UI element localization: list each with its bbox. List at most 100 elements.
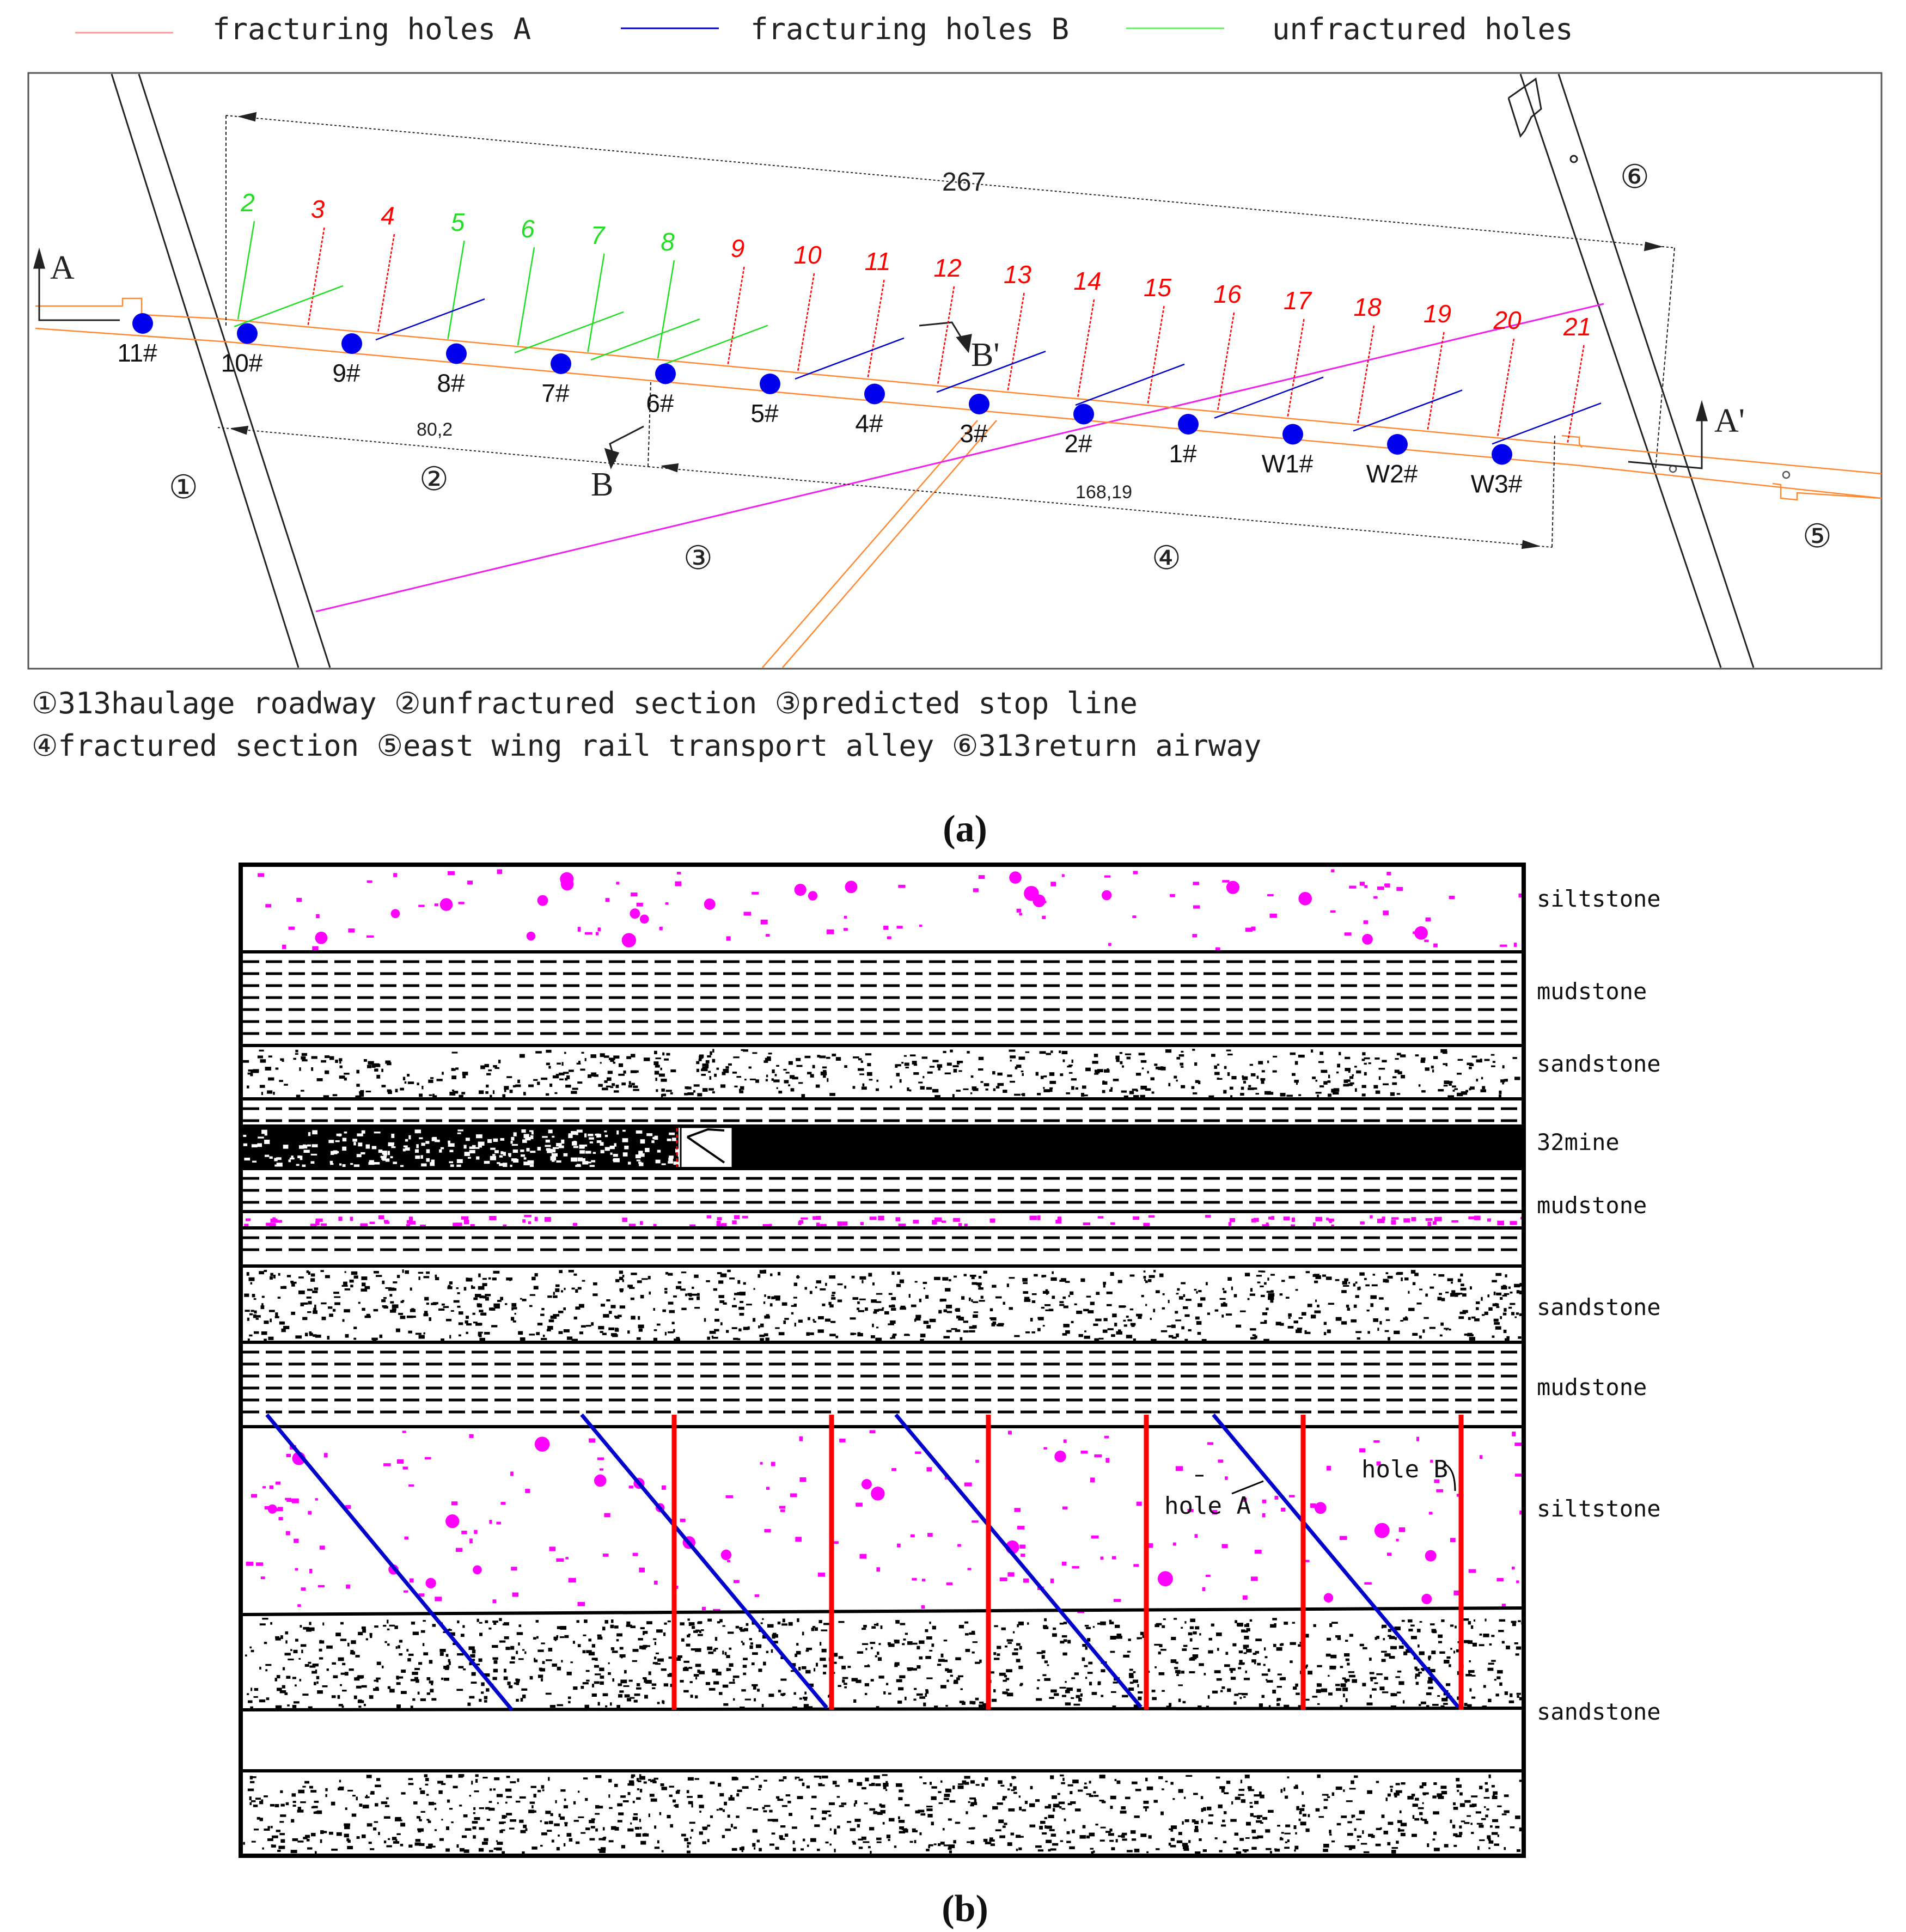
strata-boundary-10 (242, 1606, 1523, 1616)
strata-label-1: mudstone (1537, 978, 1647, 1005)
hole-number-4: 4 (381, 201, 395, 230)
hole-number-12: 12 (933, 254, 961, 282)
section-frame (239, 863, 1526, 1858)
station-dot-11# (132, 313, 153, 334)
monitoring-stations: 11#10#9#8#7#6#5#4#3#2#1#W1#W2#W3# (117, 313, 1523, 498)
station-dot-2# (1073, 403, 1094, 425)
legend-label-unfractured: unfractured holes (1272, 12, 1573, 46)
hole-line-12 (937, 286, 955, 385)
panel-label-a: (a) (943, 808, 987, 850)
legend-label-hole-a: fracturing holes A (212, 12, 531, 46)
section-hole-b-0 (265, 1413, 514, 1711)
section-hole-b-1 (580, 1413, 828, 1709)
strata-label-8: sandstone (1537, 1698, 1661, 1725)
hole-number-7: 7 (591, 221, 606, 249)
hole-line-14 (1077, 299, 1095, 398)
strata-boundary-11 (242, 1707, 1523, 1711)
hole-number-14: 14 (1073, 267, 1101, 295)
hole-a-label: hole A (1164, 1492, 1251, 1520)
diagonal-hole-4 (658, 325, 768, 367)
section-mark-b (604, 425, 644, 470)
hole-line-8 (657, 260, 675, 359)
section-mark-a (33, 247, 120, 321)
hole-line-15 (1147, 305, 1165, 405)
hole-line-11 (867, 279, 885, 378)
hole-line-5 (447, 240, 465, 339)
legend: fracturing holes A fracturing holes B un… (75, 12, 1573, 46)
station-label-7#: 7# (541, 379, 570, 407)
hole-number-2: 2 (240, 188, 255, 217)
section-mark-b-prime (919, 321, 972, 353)
region-marker-6: ⑥ (1620, 159, 1650, 195)
station-dot-7# (551, 353, 571, 374)
plan-view: 267 80,2 168,19 A A' B (27, 72, 1883, 670)
dimension-total-label: 267 (942, 168, 986, 197)
diagonal-hole-5 (795, 337, 905, 380)
diagonal-hole-0 (234, 285, 344, 327)
section-mark-a-prime (1628, 400, 1708, 469)
station-label-W3#: W3# (1471, 470, 1523, 498)
hole-line-18 (1357, 325, 1375, 424)
hole-number-5: 5 (451, 208, 465, 236)
section-b-label: B (591, 466, 613, 503)
legend-label-hole-b: fracturing holes B (750, 12, 1069, 46)
hole-line-6 (517, 247, 535, 346)
coal-seam-face (680, 1126, 734, 1170)
station-dot-6# (655, 363, 676, 384)
station-label-9#: 9# (332, 359, 361, 387)
station-label-6#: 6# (646, 389, 674, 418)
station-label-1#: 1# (1169, 439, 1197, 468)
strata-label-4: mudstone (1537, 1192, 1647, 1219)
section-hole-b-2 (894, 1413, 1143, 1709)
dimension-267 (225, 112, 1675, 470)
station-dot-W1# (1282, 424, 1303, 445)
strata-boundaries (242, 950, 1523, 1772)
diagonal-hole-6 (936, 350, 1046, 393)
station-dot-4# (864, 383, 885, 405)
section-view: hole A hole B siltstone mudstone sandstone… (239, 863, 1661, 1858)
station-dot-9# (341, 333, 362, 354)
hole-line-7 (587, 253, 605, 352)
return-airway (1507, 74, 1755, 668)
hole-line-4 (377, 234, 395, 333)
region-marker-2: ② (419, 461, 449, 497)
panel-label-b: (b) (942, 1888, 988, 1930)
hole-line-21 (1567, 345, 1585, 444)
caption-line-1: ①313haulage roadway ②unfractured section… (32, 686, 1138, 720)
hole-number-15: 15 (1144, 273, 1172, 302)
station-label-10#: 10# (221, 349, 263, 377)
strata-label-5: sandstone (1537, 1294, 1661, 1320)
section-b-prime-label: B' (971, 337, 1000, 374)
strata-label-0: siltstone (1537, 885, 1661, 912)
coal-seam-solid (732, 1126, 1522, 1169)
station-dot-8# (446, 343, 467, 364)
hole-number-16: 16 (1213, 280, 1242, 308)
hole-number-19: 19 (1424, 299, 1451, 328)
dimension-right-label: 168,19 (1076, 482, 1132, 503)
caption-line-2: ④fractured section ⑤east wing rail trans… (32, 729, 1261, 763)
hole-line-10 (797, 273, 815, 372)
hole-number-13: 13 (1004, 260, 1032, 289)
strata-fill (243, 869, 1523, 1855)
section-hole-b-3 (1212, 1413, 1460, 1709)
strata-label-7: siltstone (1537, 1495, 1661, 1522)
strata-labels: siltstone mudstone sandstone 32mine mudstone… (1537, 885, 1661, 1725)
section-a-prime-label: A' (1714, 402, 1745, 439)
plan-frame (27, 72, 1883, 670)
diagonal-hole-1 (375, 298, 485, 341)
hole-line-9 (727, 266, 745, 365)
section-holes (265, 1413, 1464, 1711)
strata-label-2: sandstone (1537, 1050, 1661, 1077)
section-a-label: A (50, 249, 75, 286)
station-label-4#: 4# (855, 409, 883, 438)
hole-number-11: 11 (865, 247, 891, 276)
hole-b-label: hole B (1361, 1456, 1448, 1483)
diagonal-hole-7 (1075, 363, 1185, 406)
station-dot-3# (969, 394, 989, 414)
strata-label-3: 32mine (1537, 1129, 1620, 1155)
hole-line-3 (307, 227, 325, 326)
station-label-3#: 3# (960, 419, 988, 448)
region-marker-1: ① (169, 469, 198, 505)
working-face-roadway (35, 297, 1882, 501)
